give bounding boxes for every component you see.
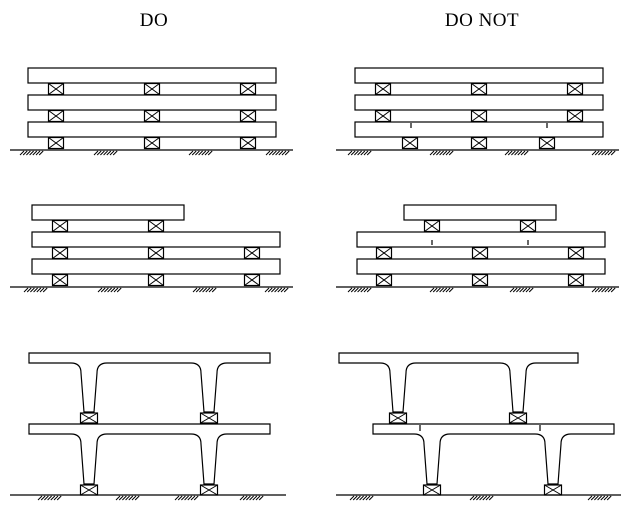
ground-hatch — [429, 150, 454, 156]
ground-hatch — [347, 287, 372, 293]
dunnage-block — [375, 246, 393, 260]
do-stacked-t-beams — [10, 352, 286, 501]
beam — [27, 67, 277, 84]
beam — [27, 121, 277, 138]
dunnage-block — [566, 82, 584, 96]
t-beam — [28, 423, 271, 485]
ground-hatch — [19, 150, 44, 156]
beam — [31, 204, 185, 221]
dunnage-block — [375, 273, 393, 287]
ground-hatch — [192, 287, 217, 293]
dunnage-block — [471, 246, 489, 260]
dunnage-block — [567, 273, 585, 287]
do-heading: DO — [139, 10, 169, 31]
dunnage-block — [47, 82, 65, 96]
ground-hatch — [429, 287, 454, 293]
dunnage-block — [567, 246, 585, 260]
dunnage-block — [243, 246, 261, 260]
dunnage-block — [239, 82, 257, 96]
ground-hatch — [349, 495, 374, 501]
dunnage-block — [239, 136, 257, 150]
beam — [354, 121, 604, 138]
ground-hatch — [174, 495, 199, 501]
dunnage-block — [519, 219, 537, 233]
dunnage-block — [51, 246, 69, 260]
do-not-stacked-beams-short-top — [336, 204, 619, 293]
ground-hatch — [188, 150, 213, 156]
ground-hatch — [504, 150, 529, 156]
dunnage-block — [51, 273, 69, 287]
ground-hatch — [93, 150, 118, 156]
dunnage-block — [471, 273, 489, 287]
dunnage-block — [199, 484, 219, 496]
ground-hatch — [509, 287, 534, 293]
dunnage-block — [147, 273, 165, 287]
dunnage-block — [566, 109, 584, 123]
ground-hatch — [37, 495, 62, 501]
dunnage-block — [79, 412, 99, 424]
dunnage-block — [79, 484, 99, 496]
dunnage-block — [423, 219, 441, 233]
ground-hatch — [587, 495, 612, 501]
ground-hatch — [469, 495, 494, 501]
beam — [354, 67, 604, 84]
beam — [31, 231, 281, 248]
beam — [31, 258, 281, 275]
ground-hatch — [115, 495, 140, 501]
ground-hatch — [239, 495, 264, 501]
dunnage-block — [374, 109, 392, 123]
dunnage-block — [422, 484, 442, 496]
beam — [356, 231, 606, 248]
ground-hatch — [347, 150, 372, 156]
dunnage-block — [47, 136, 65, 150]
t-beam — [372, 423, 615, 485]
dunnage-block — [388, 412, 408, 424]
dunnage-block — [147, 219, 165, 233]
ground-hatch — [265, 150, 290, 156]
beam — [403, 204, 557, 221]
ground-hatch — [264, 287, 289, 293]
dunnage-block — [199, 412, 219, 424]
do-not-heading: DO NOT — [444, 10, 520, 31]
dunnage-block — [508, 412, 528, 424]
dunnage-block — [51, 219, 69, 233]
dunnage-block — [470, 136, 488, 150]
do-not-stacked-t-beams — [336, 352, 621, 501]
dunnage-block — [143, 109, 161, 123]
t-beam — [28, 352, 271, 413]
dunnage-block — [47, 109, 65, 123]
beam — [27, 94, 277, 111]
dunnage-block — [143, 82, 161, 96]
dunnage-block — [538, 136, 556, 150]
dunnage-block — [243, 273, 261, 287]
dunnage-block — [543, 484, 563, 496]
do-stacked-beams-short-top — [10, 204, 293, 293]
ground-hatch — [591, 287, 616, 293]
beam — [354, 94, 604, 111]
dunnage-block — [470, 82, 488, 96]
dunnage-block — [401, 136, 419, 150]
beam — [356, 258, 606, 275]
do-not-stacked-beams — [336, 67, 619, 156]
ground-hatch — [97, 287, 122, 293]
dunnage-block — [374, 82, 392, 96]
t-beam — [338, 352, 579, 413]
do-stacked-beams — [10, 67, 293, 156]
dunnage-block — [239, 109, 257, 123]
ground-hatch — [23, 287, 48, 293]
dunnage-block — [147, 246, 165, 260]
ground-hatch — [591, 150, 616, 156]
dunnage-block — [470, 109, 488, 123]
dunnage-block — [143, 136, 161, 150]
